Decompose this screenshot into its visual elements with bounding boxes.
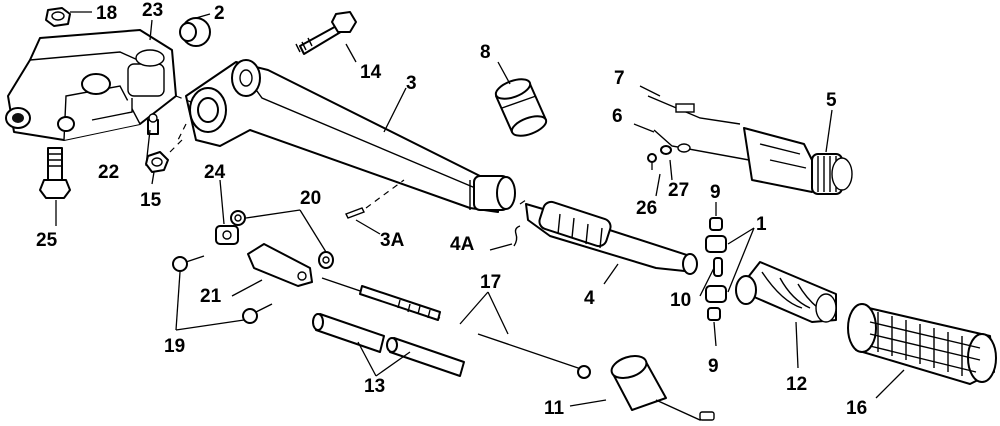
pin-3a (345, 207, 365, 219)
link-21 (247, 243, 313, 287)
screw-19-a (172, 255, 205, 272)
pin-10 (713, 257, 723, 277)
retainer-1-bottom (705, 285, 727, 303)
callout-27: 27 (668, 180, 689, 201)
tube-13-a (312, 313, 385, 353)
callout-11: 11 (544, 398, 565, 419)
callout-5: 5 (826, 90, 837, 111)
throttle-cable-17 (321, 277, 591, 379)
callout-2: 2 (214, 3, 225, 24)
washer-20-a (230, 210, 246, 226)
grease-fitting-22 (147, 113, 159, 135)
callout-14: 14 (360, 62, 382, 83)
throttle-shaft-4 (525, 200, 698, 275)
sleeve-8 (494, 78, 548, 137)
callout-24: 24 (204, 162, 226, 183)
grip-insert-12 (735, 261, 837, 323)
callout-18: 18 (96, 3, 117, 24)
callout-16: 16 (846, 398, 867, 419)
washer-20-b (318, 251, 334, 269)
callout-20: 20 (300, 188, 321, 209)
callout-9-bottom: 9 (708, 356, 719, 377)
callout-25: 25 (36, 230, 58, 251)
callout-19: 19 (164, 336, 185, 357)
leader-lines (55, 11, 905, 407)
nut-18 (45, 7, 71, 27)
callout-4a: 4A (450, 234, 475, 255)
callout-23: 23 (142, 0, 163, 21)
washer-27 (660, 145, 672, 155)
bolt-25 (39, 147, 71, 199)
callout-8: 8 (480, 42, 491, 63)
washer-2 (179, 17, 211, 47)
clip-24 (215, 225, 239, 245)
spacer-9-top (709, 217, 723, 231)
callout-12: 12 (786, 374, 807, 395)
callout-1: 1 (756, 214, 767, 235)
callout-7: 7 (614, 68, 625, 89)
callout-17: 17 (480, 272, 501, 293)
spring-4a (513, 225, 521, 247)
callout-9-top: 9 (710, 182, 721, 203)
stop-wires (647, 95, 761, 163)
spacer-9-bottom (707, 307, 721, 321)
callout-4: 4 (584, 288, 595, 309)
callout-10: 10 (670, 290, 691, 311)
callout-15: 15 (140, 190, 162, 211)
link-rod-11 (610, 354, 715, 421)
handle-grip-16 (847, 303, 997, 385)
nut-15 (145, 151, 169, 173)
tube-13-b (386, 337, 465, 377)
assembly-lines (169, 95, 527, 209)
screw-26 (647, 153, 657, 170)
retainer-1-top (705, 235, 727, 253)
tiller-arm (185, 59, 516, 213)
callout-3a: 3A (380, 230, 405, 251)
callouts: 18 23 2 14 3 8 7 6 5 22 15 25 26 27 9 1 … (36, 0, 867, 419)
callout-6: 6 (612, 106, 623, 127)
stop-switch-5 (743, 127, 853, 195)
bolt-14 (295, 11, 357, 55)
callout-22: 22 (98, 162, 119, 183)
screw-19-b (242, 303, 273, 324)
callout-3: 3 (406, 73, 417, 94)
callout-13: 13 (364, 376, 385, 397)
callout-26: 26 (636, 198, 657, 219)
bracket-housing (5, 29, 177, 141)
callout-21: 21 (200, 286, 222, 307)
